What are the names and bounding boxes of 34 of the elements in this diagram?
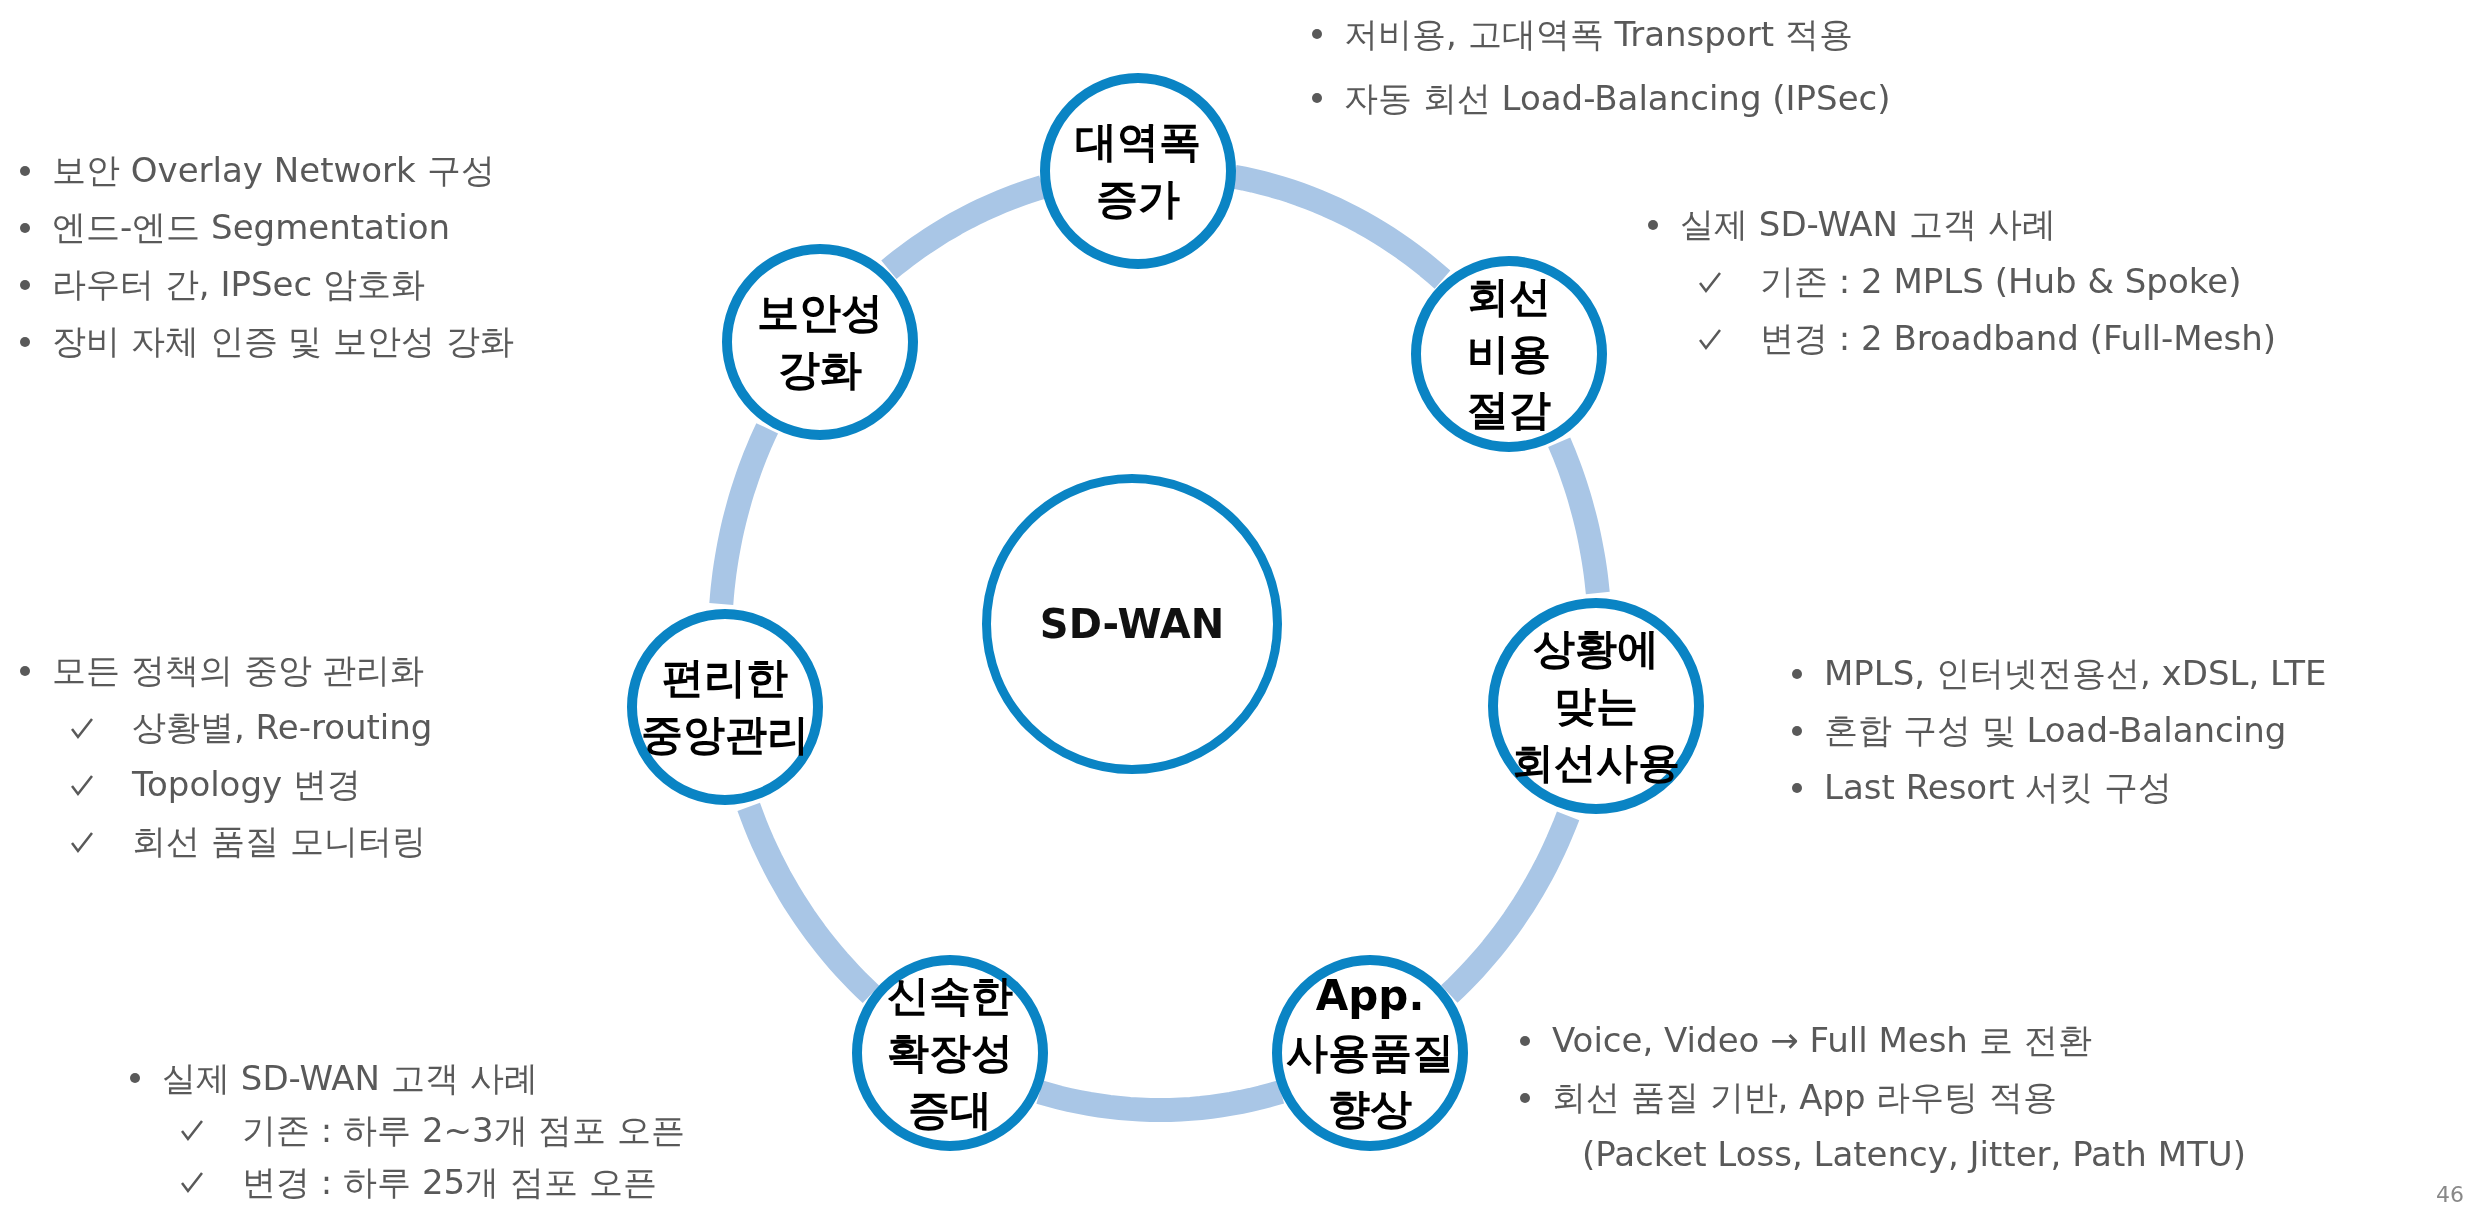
bullet-item: Last Resort 서킷 구성 (1824, 766, 2173, 809)
bullet-item: 실제 SD-WAN 고객 사례 (1680, 203, 2056, 246)
bullet-item: 회선 품질 기반, App 라우팅 적용 (1552, 1076, 2058, 1119)
bullet-item: 자동 회선 Load-Balancing (IPSec) (1344, 77, 1891, 120)
ring-connector (1441, 811, 1580, 1003)
note-text: (Packet Loss, Latency, Jitter, Path MTU) (1582, 1133, 2246, 1176)
checklist-item: 변경 : 하루 25개 점포 오픈 (242, 1161, 657, 1204)
ring-connector (1036, 1080, 1285, 1122)
circle-label: 신속한 확장성 증대 (886, 970, 1015, 1136)
checklist-item: 회선 품질 모니터링 (132, 820, 426, 863)
bullet-item: 모든 정책의 중앙 관리화 (52, 649, 425, 692)
bullet-item: 엔드-엔드 Segmentation (52, 206, 451, 249)
bullet-item: 혼합 구성 및 Load-Balancing (1824, 709, 2287, 752)
circle-label: 대역폭 증가 (1073, 115, 1202, 225)
bullet-item: 보안 Overlay Network 구성 (52, 149, 495, 192)
bullet-item: 실제 SD-WAN 고객 사례 (162, 1057, 538, 1100)
bullet-item: MPLS, 인터넷전용선, xDSL, LTE (1824, 652, 2327, 695)
checklist-item: 기존 : 하루 2~3개 점포 오픈 (242, 1109, 686, 1152)
circle-label: 회선 비용 절감 (1466, 271, 1553, 437)
bullet-item: 장비 자체 인증 및 보안성 강화 (52, 320, 515, 363)
ring-connector (737, 802, 880, 1004)
circle-label: SD-WAN (1038, 600, 1226, 649)
checklist-item: 변경 : 2 Broadband (Full-Mesh) (1760, 317, 2277, 360)
checklist-item: 기존 : 2 MPLS (Hub & Spoke) (1760, 260, 2242, 303)
checklist-item: Topology 변경 (132, 763, 361, 806)
checklist-item: 상황별, Re-routing (132, 706, 433, 749)
circle-label: 편리한 중앙관리 (639, 652, 810, 762)
circle-label: 보안성 강화 (755, 287, 884, 396)
bullet-item: 라우터 간, IPSec 암호화 (52, 263, 425, 306)
circle-label: 상황에 맞는 회선사용 (1510, 623, 1681, 789)
bullet-item: Voice, Video → Full Mesh 로 전환 (1552, 1019, 2092, 1062)
page-number: 46 (2436, 1182, 2464, 1207)
circle-label: App. 사용품질 향상 (1285, 969, 1456, 1136)
bullet-item: 저비용, 고대역폭 Transport 적용 (1344, 13, 1853, 56)
